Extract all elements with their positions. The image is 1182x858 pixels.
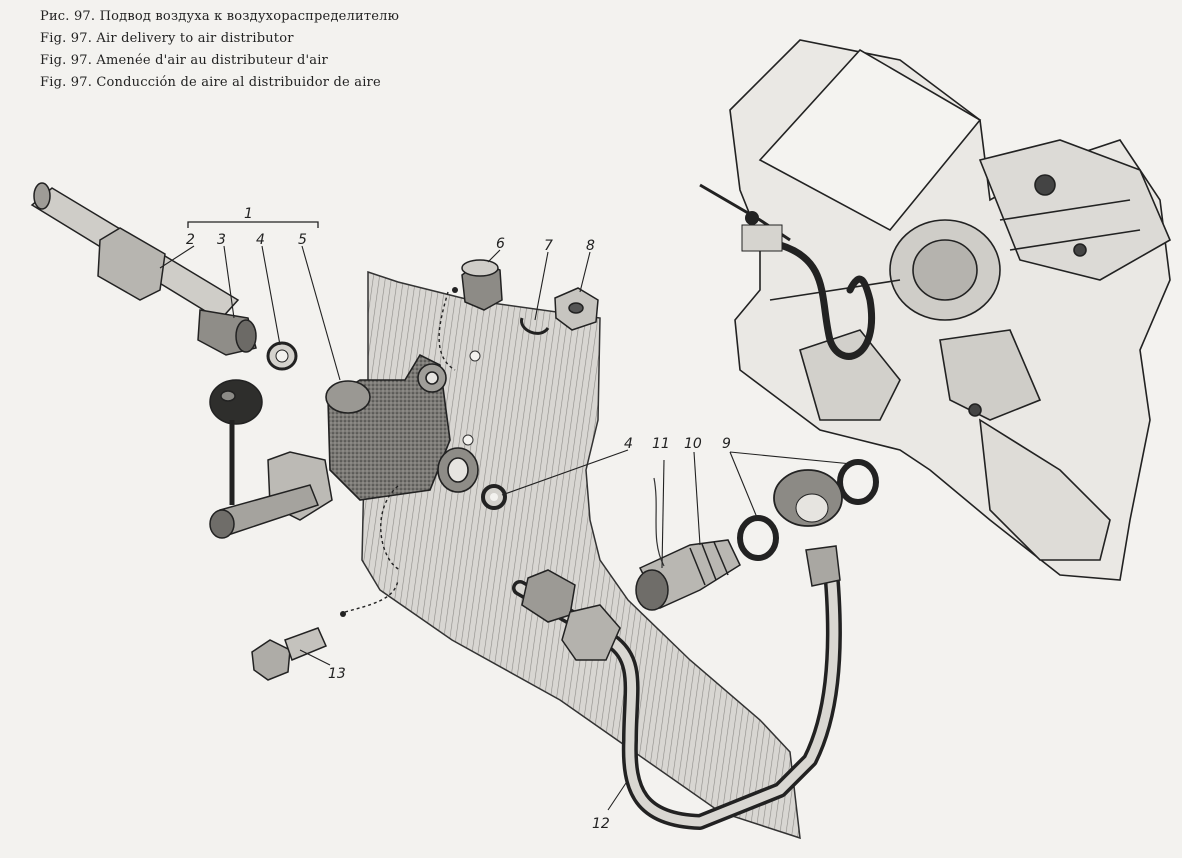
routing-line-top xyxy=(438,291,456,371)
lock-wire-11 xyxy=(653,477,665,567)
callout-10: 10 xyxy=(684,436,702,452)
routing-line-bottom xyxy=(344,579,399,613)
caption-ru: Рис. 97. Подвод воздуха к воздухораспред… xyxy=(40,9,400,24)
callout-7: 7 xyxy=(544,238,553,254)
panel-hole-top xyxy=(469,350,481,362)
callout-5: 5 xyxy=(298,232,307,248)
valve-knob xyxy=(209,379,263,425)
panel-hole-bottom xyxy=(462,434,474,446)
shut-off-valve xyxy=(209,379,333,539)
callout-2: 2 xyxy=(186,232,195,248)
screw-13 xyxy=(251,627,327,681)
callout-9: 9 xyxy=(722,436,731,452)
engine-block xyxy=(729,39,1172,581)
caption-en: Fig. 97. Air delivery to air distributor xyxy=(40,31,294,46)
engine-bracket xyxy=(741,224,783,252)
callout-3: 3 xyxy=(217,232,226,248)
spring-washer-7 xyxy=(520,317,550,335)
caption-es: Fig. 97. Conducción de aire al distribui… xyxy=(40,75,381,90)
bracket-1 xyxy=(187,221,319,228)
air-pipe-assembly xyxy=(30,182,257,356)
callout-1: 1 xyxy=(244,206,253,222)
callout-4-bottom: 4 xyxy=(624,436,633,452)
banjo-bolt-10 xyxy=(635,539,741,611)
callout-8: 8 xyxy=(586,238,595,254)
air-tube-12 xyxy=(512,469,843,830)
figure-captions: Рис. 97. Подвод воздуха к воздухораспред… xyxy=(40,6,399,94)
cap-nut-6 xyxy=(461,259,503,311)
nut-8 xyxy=(554,287,599,331)
mounting-panel xyxy=(361,270,801,840)
callout-13: 13 xyxy=(328,666,346,682)
air-distributor-body-5 xyxy=(325,353,479,501)
callout-4-top: 4 xyxy=(256,232,265,248)
callout-12: 12 xyxy=(592,816,610,832)
engine-knob xyxy=(745,211,759,225)
leader-lines xyxy=(159,245,853,811)
callout-6: 6 xyxy=(496,236,505,252)
washer-9-right xyxy=(837,459,879,505)
engine-air-hose xyxy=(776,241,876,360)
union-nut-2 xyxy=(97,227,166,301)
callout-11: 11 xyxy=(652,436,670,452)
caption-fr: Fig. 97. Amenée d'air au distributeur d'… xyxy=(40,53,328,68)
washer-9-left xyxy=(737,515,779,561)
